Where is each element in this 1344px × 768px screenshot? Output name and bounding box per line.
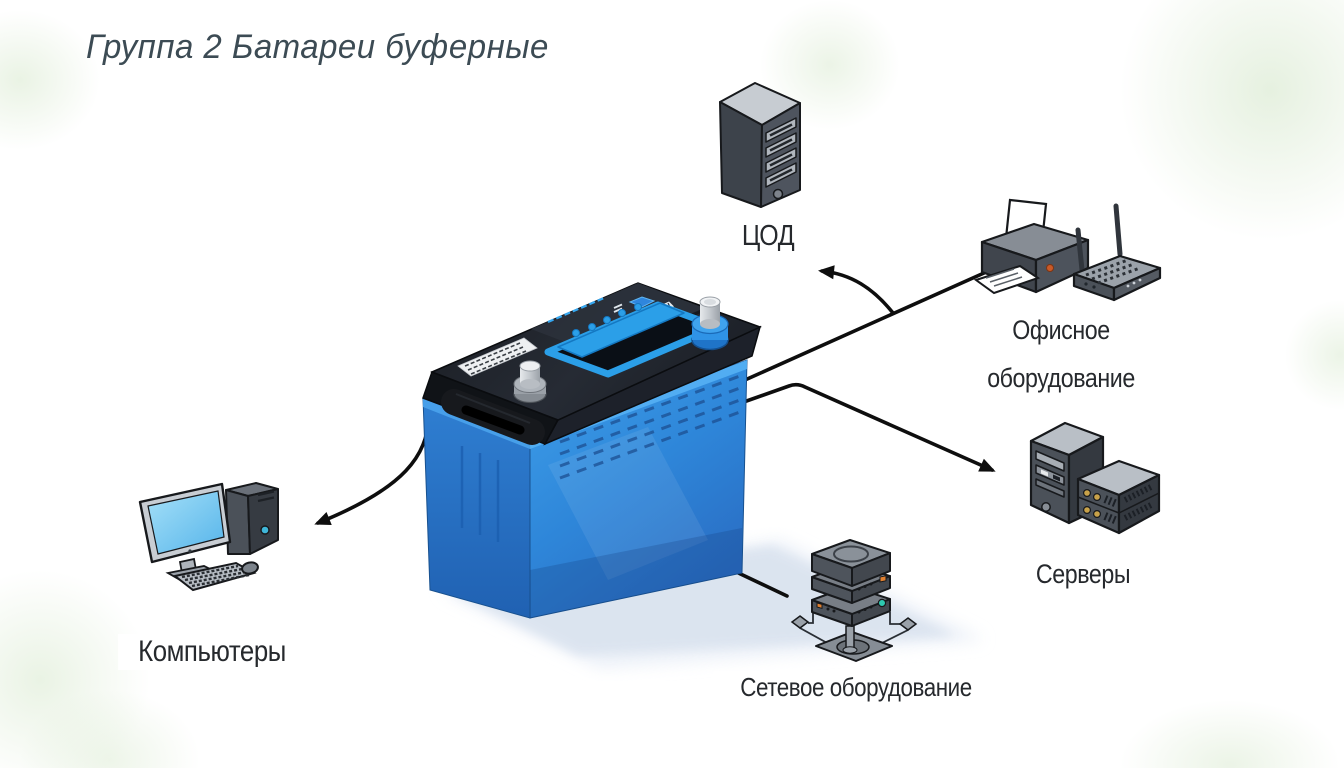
- desktop-computer-icon: [128, 478, 308, 608]
- label-office-line2: оборудование: [987, 363, 1135, 393]
- label-datacenter: ЦОД: [729, 219, 807, 254]
- computer-tower: [225, 482, 279, 555]
- server-boxes-icon: [1025, 415, 1170, 550]
- arrow-battery-to-servers: [736, 382, 996, 472]
- battery-icon: [408, 270, 768, 635]
- line-battery-to-office: [734, 271, 986, 386]
- office-equipment-icon: [970, 196, 1170, 314]
- server-tower-icon: [708, 82, 804, 216]
- network-switch-stack-icon: [786, 528, 928, 678]
- page-title: Группа 2 Батареи буферные: [86, 28, 549, 66]
- computer-mouse: [241, 561, 259, 575]
- label-network-equipment: Сетевое оборудование: [713, 671, 999, 704]
- label-computers: Компьютеры: [118, 634, 306, 670]
- arrow-battery-to-datacenter: [818, 265, 895, 315]
- wifi-router-icon: [1072, 203, 1162, 302]
- printer-icon: [973, 198, 1090, 295]
- label-office-equipment: Офисное оборудование: [967, 305, 1155, 403]
- label-servers: Серверы: [1020, 558, 1146, 591]
- label-office-line1: Офисное: [1012, 315, 1110, 345]
- battery-shadow: [452, 546, 955, 655]
- computer-monitor: [138, 482, 232, 582]
